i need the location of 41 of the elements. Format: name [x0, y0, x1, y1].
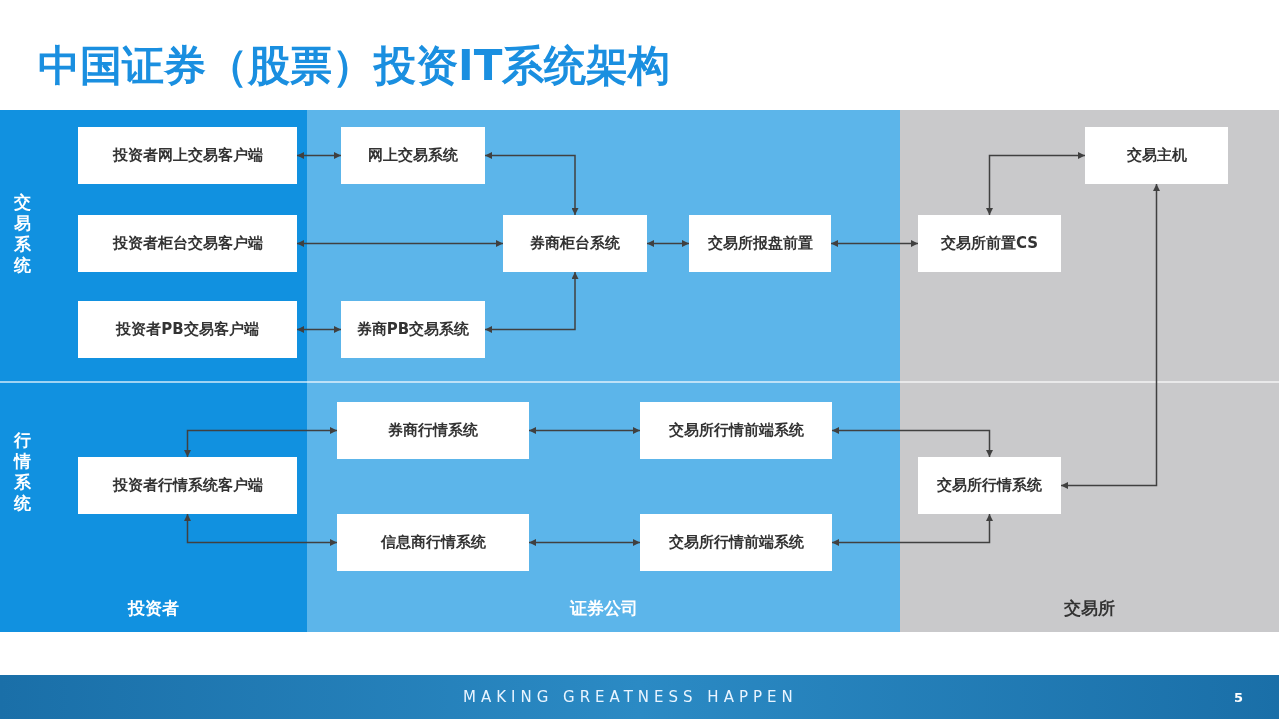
- double-arrow: [831, 427, 993, 458]
- column-heading: 投资者: [128, 597, 179, 620]
- system-box: 投资者网上交易客户端: [78, 127, 297, 184]
- system-box: 网上交易系统: [341, 127, 485, 184]
- footer-slogan: MAKING GREATNESS HAPPEN: [463, 688, 798, 706]
- double-arrow: [528, 427, 641, 434]
- system-box: 券商行情系统: [337, 402, 529, 459]
- system-box: 交易所前置CS: [918, 215, 1061, 272]
- column-band: [900, 110, 1279, 632]
- column-heading: 交易所: [1064, 597, 1115, 620]
- double-arrow: [484, 152, 579, 216]
- column-band: [307, 110, 900, 632]
- system-box: 交易所行情系统: [918, 457, 1061, 514]
- double-arrow: [184, 427, 338, 458]
- system-box: 券商柜台系统: [503, 215, 647, 272]
- system-box: 交易所报盘前置: [689, 215, 831, 272]
- row-label: 行情系统: [13, 430, 31, 514]
- double-arrow: [831, 513, 993, 546]
- slide-title: 中国证券（股票）投资IT系统架构: [38, 40, 671, 92]
- system-box: 信息商行情系统: [337, 514, 529, 571]
- double-arrow: [484, 271, 579, 333]
- double-arrow: [296, 152, 342, 159]
- system-box: 投资者行情系统客户端: [78, 457, 297, 514]
- system-box: 券商PB交易系统: [341, 301, 485, 358]
- system-box: 交易主机: [1085, 127, 1228, 184]
- double-arrow: [296, 326, 342, 333]
- system-box: 投资者PB交易客户端: [78, 301, 297, 358]
- system-box: 投资者柜台交易客户端: [78, 215, 297, 272]
- double-arrow: [830, 240, 919, 247]
- double-arrow: [986, 152, 1086, 216]
- column-band: [0, 110, 307, 632]
- double-arrow: [184, 513, 338, 546]
- double-arrow: [528, 539, 641, 546]
- page-number: 5: [1234, 690, 1244, 705]
- row-label: 交易系统: [13, 192, 31, 276]
- system-box: 交易所行情前端系统: [640, 402, 832, 459]
- system-box: 交易所行情前端系统: [640, 514, 832, 571]
- double-arrow: [646, 240, 690, 247]
- double-arrow: [1060, 183, 1160, 489]
- double-arrow: [296, 240, 504, 247]
- column-heading: 证券公司: [569, 597, 638, 620]
